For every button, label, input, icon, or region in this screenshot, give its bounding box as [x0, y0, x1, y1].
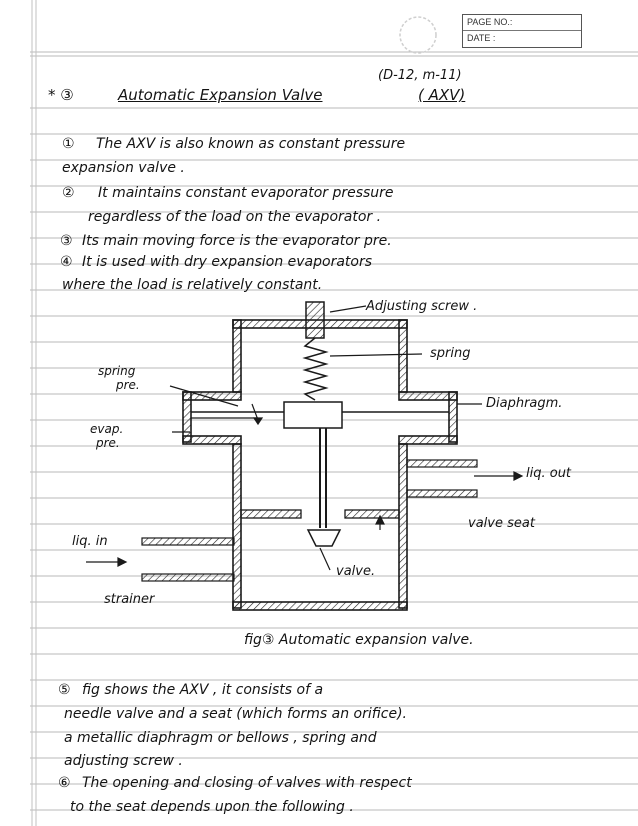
- point-line: It maintains constant evaporator pressur…: [98, 185, 394, 201]
- diaphragm-plate: [283, 401, 343, 429]
- page-no-label: PAGE NO.:: [467, 17, 513, 27]
- label-liq-out: liq. out: [526, 466, 572, 481]
- inlet-pipe-top: [141, 537, 235, 546]
- label-diaphragm: Diaphragm.: [486, 396, 563, 411]
- leader-spring: [329, 353, 423, 357]
- title-marker: * ③: [48, 86, 74, 104]
- figure-caption: fig③ Automatic expansion valve.: [244, 632, 474, 648]
- point-number: ⑤: [58, 682, 71, 698]
- point-line: where the load is relatively constant.: [62, 277, 323, 293]
- point-line: needle valve and a seat (which forms an …: [64, 706, 407, 722]
- reference-note: (D-12, m-11): [378, 68, 462, 83]
- label-strainer: strainer: [104, 592, 155, 607]
- page-number-box: PAGE NO.: DATE :: [462, 14, 582, 48]
- point-number: ①: [62, 136, 75, 152]
- point-line: The opening and closing of valves with r…: [82, 775, 412, 791]
- stamp-mark: [399, 16, 437, 54]
- outlet-pipe-bottom: [406, 489, 478, 498]
- point-line: regardless of the load on the evaporator…: [88, 209, 382, 225]
- arrow-liq-out-head: [513, 471, 524, 481]
- point-line: It is used with dry expansion evaporator…: [82, 254, 373, 270]
- valve-seat-right: [344, 509, 400, 519]
- label-adjusting-screw: Adjusting screw .: [366, 299, 478, 314]
- label-liq-in: liq. in: [72, 534, 108, 549]
- point-number: ⑥: [58, 775, 71, 791]
- point-line: a metallic diaphragm or bellows , spring…: [64, 730, 377, 746]
- point-line: fig shows the AXV , it consists of a: [82, 682, 324, 698]
- date-label: DATE :: [463, 30, 581, 46]
- point-number: ④: [60, 254, 73, 270]
- adjusting-screw-shape: [305, 301, 325, 339]
- title-abbreviation: ( AXV): [418, 86, 466, 104]
- label-spring-pre-1: spring: [98, 364, 136, 378]
- outlet-pipe-top: [406, 459, 478, 468]
- point-line: to the seat depends upon the following .: [70, 799, 354, 815]
- label-valve-seat: valve seat: [468, 516, 535, 531]
- leader-valve: [319, 547, 331, 571]
- leader-adjusting-screw: [329, 305, 367, 313]
- point-line: The AXV is also known as constant pressu…: [96, 136, 406, 152]
- valve-cone: [306, 529, 342, 547]
- label-evap-pre-1: evap.: [90, 422, 124, 436]
- point-line: expansion valve .: [62, 160, 185, 176]
- arrow-liq-in-head: [117, 557, 128, 567]
- spring-shape: [302, 337, 329, 401]
- label-evap-pre-2: pre.: [96, 436, 120, 450]
- inlet-pipe-bottom: [141, 573, 235, 582]
- point-number: ②: [62, 185, 75, 201]
- leader-spring-pre: [169, 385, 239, 407]
- page-title: Automatic Expansion Valve: [118, 86, 323, 104]
- label-valve: valve.: [336, 564, 376, 579]
- point-line: adjusting screw .: [64, 753, 183, 769]
- point-line: Its main moving force is the evaporator …: [82, 233, 392, 249]
- valve-seat-left: [240, 509, 302, 519]
- point-number: ③: [60, 233, 73, 249]
- label-spring: spring: [430, 346, 471, 361]
- label-spring-pre-2: pre.: [116, 378, 140, 392]
